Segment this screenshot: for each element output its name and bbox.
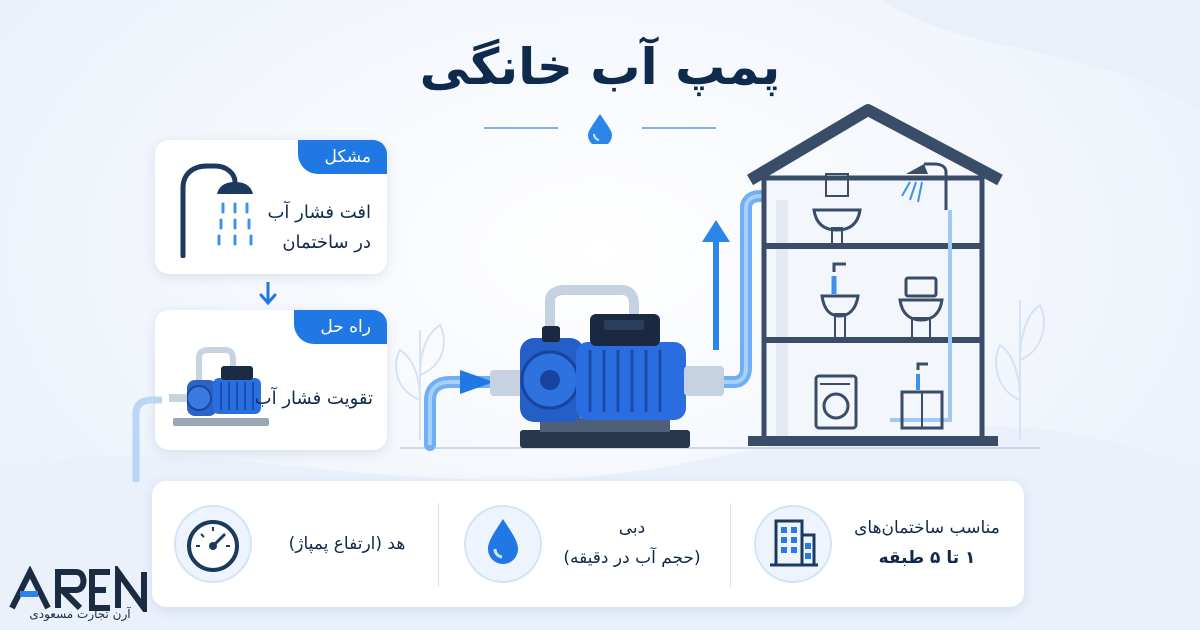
solution-text: تقویت فشار آب: [254, 388, 373, 409]
building-icon: [754, 505, 832, 583]
building-info-line-1: مناسب ساختمان‌های: [854, 518, 1000, 538]
title-divider: [484, 114, 716, 144]
inlet-pipe: [132, 396, 162, 482]
problem-card: مشکل افت فشار آب در ساختمان: [155, 140, 387, 274]
arrow-down-icon: [259, 282, 277, 306]
head-info-line-1: هد (ارتفاع پمپاژ): [288, 534, 406, 554]
house-illustration: [746, 104, 1003, 446]
page-title: پمپ آب خانگی: [419, 38, 781, 96]
problem-line-1: افت فشار آب: [267, 202, 371, 223]
water-drop-icon: [464, 505, 542, 583]
outlet-water-pipe: [720, 190, 770, 388]
shower-icon: [180, 163, 253, 258]
water-drop-icon: [588, 114, 612, 144]
info-separator: [730, 503, 731, 587]
problem-line-2: در ساختمان: [282, 232, 371, 253]
info-separator: [438, 503, 439, 587]
info-panel: مناسب ساختمان‌های ۱ تا ۵ طبقه دبی (حجم آ…: [152, 481, 1024, 607]
flow-info-line-1: دبی: [618, 518, 646, 538]
building-info-line-2: ۱ تا ۵ طبقه: [878, 548, 976, 568]
water-pump-icon: [169, 347, 269, 426]
aren-logo-icon: [9, 566, 147, 612]
problem-tag: مشکل: [298, 140, 387, 174]
pump-house-illustration: [400, 104, 1040, 451]
inlet-water-pipe: [424, 376, 496, 451]
flow-info-line-2: (حجم آب در دقیقه): [563, 548, 701, 568]
inlet-flow-arrow: [460, 370, 494, 394]
solution-tag: راه حل: [294, 310, 387, 344]
water-pump-icon: [490, 285, 724, 448]
logo-subtitle: آرن تجارت مسعودی: [29, 607, 131, 621]
solution-card: راه حل تقویت فشار آب: [155, 310, 387, 450]
upward-flow-arrow: [702, 220, 730, 350]
pressure-gauge-icon: [174, 505, 252, 583]
